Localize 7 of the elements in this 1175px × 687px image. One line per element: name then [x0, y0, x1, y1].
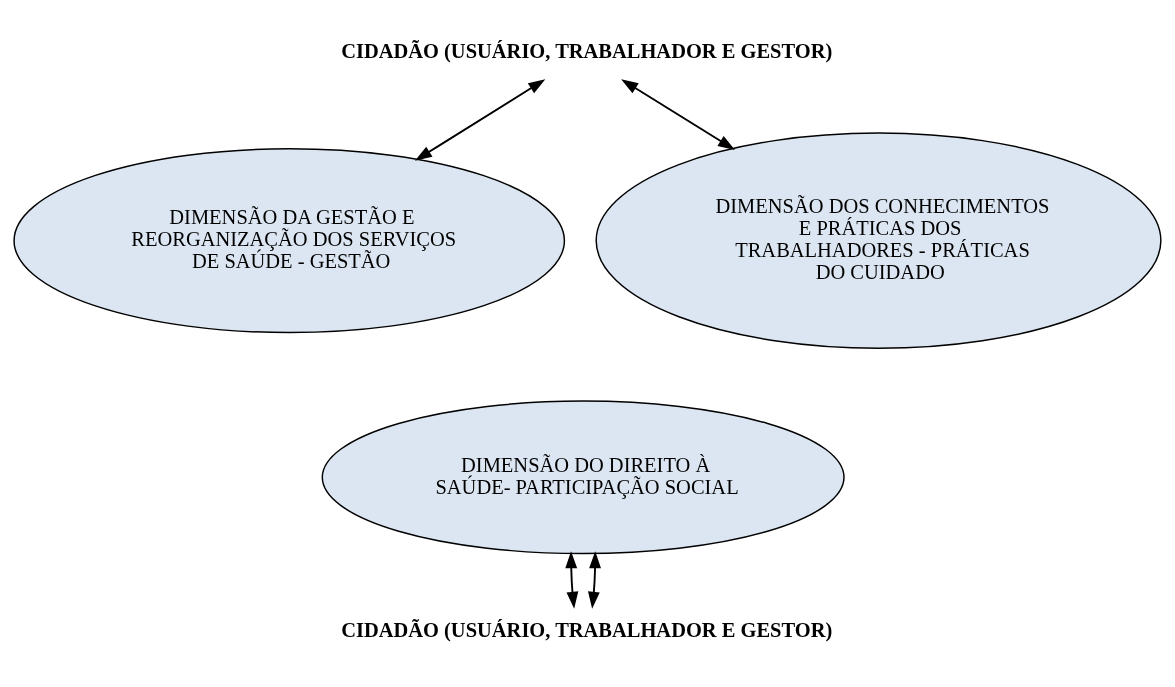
node-text: CIDADÃO (USUÁRIO, TRABALHADOR E GESTOR) — [341, 40, 833, 63]
node-text: CIDADÃO (USUÁRIO, TRABALHADOR E GESTOR) — [341, 618, 833, 641]
arrow — [588, 551, 601, 609]
arrow — [621, 79, 735, 150]
node-ellipse: DIMENSÃO DO DIREITO À SAÚDE- PARTICIPAÇÃO SOCIAL — [321, 400, 845, 555]
arrow — [565, 551, 579, 609]
arrow — [414, 79, 546, 161]
